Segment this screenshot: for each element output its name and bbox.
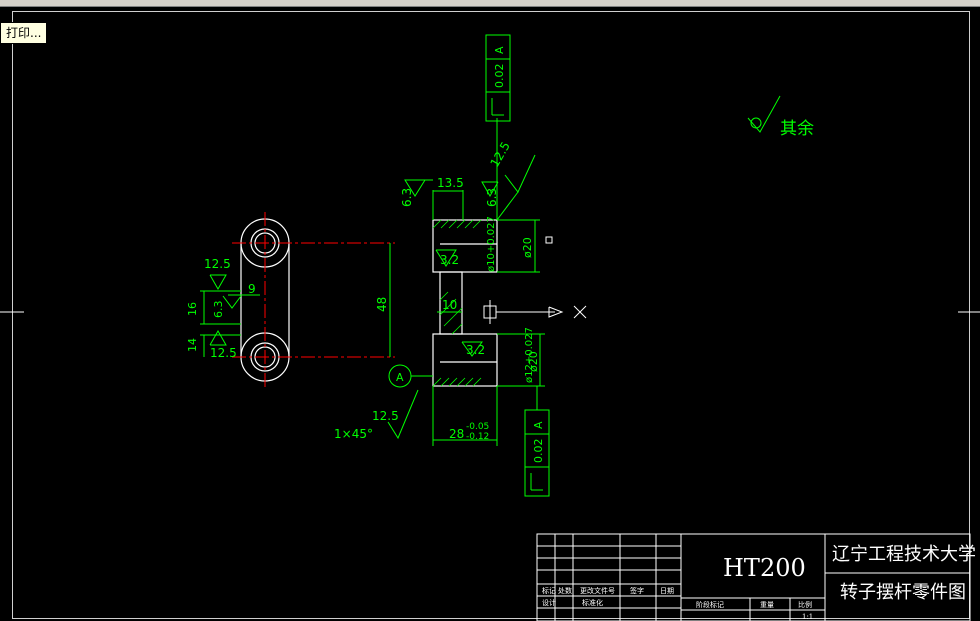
tb-label-standard: 标准化 xyxy=(582,598,603,607)
tb-material: HT200 xyxy=(723,554,806,582)
tol-top-datum: A xyxy=(493,46,506,54)
chamfer-label: 1×45° xyxy=(334,427,373,441)
tb-label-stage: 阶段标记 xyxy=(696,600,724,609)
datum-marker: A xyxy=(388,364,433,388)
roughness-6-3-c: 6.3 xyxy=(212,301,225,319)
roughness-general-label: 其余 xyxy=(780,119,814,139)
roughness-12-5-a: 12.5 xyxy=(204,257,231,271)
tb-label-weight: 重量 xyxy=(760,601,774,609)
tb-label-count: 处数 xyxy=(558,586,572,595)
tb-label-scale: 比例 xyxy=(798,600,812,609)
tb-school: 辽宁工程技术大学 xyxy=(832,544,976,565)
datum-label: A xyxy=(396,371,404,384)
tb-drawing-title: 转子摆杆零件图 xyxy=(840,582,966,603)
tol-bottom-datum: A xyxy=(532,421,545,429)
dim-phi12: ø12+0.027 xyxy=(524,327,535,383)
tb-label-design: 设计 xyxy=(542,598,556,607)
title-block xyxy=(536,533,971,621)
dim-16: 16 xyxy=(186,302,199,316)
dim-14: 14 xyxy=(186,338,199,352)
section-view-dimensions xyxy=(387,118,545,446)
dim-phi10: ø10+0.027 xyxy=(486,216,497,272)
tb-label-mark: 标记 xyxy=(542,586,556,595)
dim-28: 28 xyxy=(449,427,464,441)
grip-handle[interactable] xyxy=(545,236,553,244)
print-tooltip[interactable]: 打印... xyxy=(0,22,48,44)
tb-label-date: 日期 xyxy=(660,587,674,595)
side-view-dimensions xyxy=(200,274,260,357)
dim-10: 10 xyxy=(442,298,457,312)
dim-13-5: 13.5 xyxy=(437,176,464,190)
tolerance-frame-top: A 0.02 xyxy=(485,34,511,122)
tb-label-change-doc: 更改文件号 xyxy=(580,586,615,595)
center-lines xyxy=(232,212,395,390)
roughness-6-3-a: 6.3 xyxy=(400,188,414,207)
roughness-6-3-b: 6.3 xyxy=(485,188,499,207)
general-roughness-symbol: 其余 xyxy=(747,95,814,139)
dim-28-tol-hi: -0.05 xyxy=(466,422,489,432)
dim-phi20-b: ø20 xyxy=(527,351,540,372)
roughness-3-2-b: 3.2 xyxy=(466,343,485,357)
roughness-12-5-d: 12.5 xyxy=(372,409,399,423)
tolerance-frame-bottom: A 0.02 xyxy=(524,386,550,497)
drawing-border xyxy=(12,11,970,619)
dim-9: 9 xyxy=(248,282,256,296)
roughness-12-5-c: 12.5 xyxy=(487,139,512,169)
ucs-icon[interactable] xyxy=(483,300,587,324)
dim-48: 48 xyxy=(375,297,389,312)
dim-28-tol-lo: -0.12 xyxy=(466,432,489,442)
tb-label-sign: 签字 xyxy=(630,586,644,595)
tol-top-value: 0.02 xyxy=(493,64,506,89)
tb-scale-value: 1:1 xyxy=(802,613,813,621)
roughness-12-5-b: 12.5 xyxy=(210,346,237,360)
window-top-bar xyxy=(0,0,980,7)
tol-bottom-value: 0.02 xyxy=(532,439,545,464)
roughness-3-2-a: 3.2 xyxy=(440,253,459,267)
dim-phi20-a: ø20 xyxy=(521,237,534,258)
